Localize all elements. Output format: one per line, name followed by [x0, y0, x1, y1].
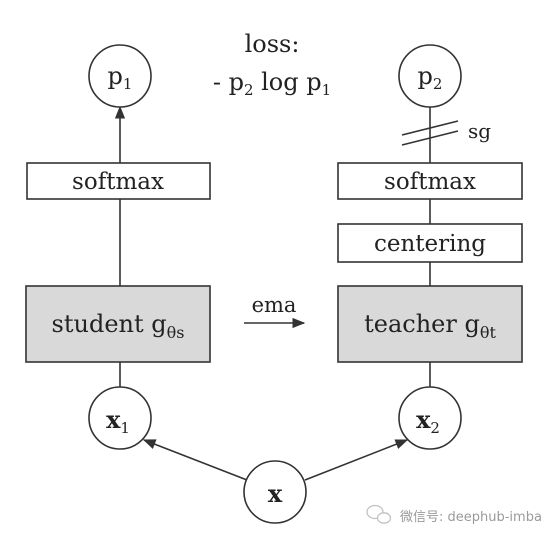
teacher-output-label: p2	[418, 62, 443, 93]
ema-label: ema	[252, 293, 297, 317]
source-input-node: x	[243, 460, 307, 524]
augment-arrow-student	[142, 439, 248, 481]
student-network-label: student gθs	[52, 310, 185, 342]
student-network-box: student gθs	[25, 285, 211, 363]
student-output-label: p1	[108, 62, 133, 93]
source-input-label: x	[268, 479, 283, 508]
student-softmax-label: softmax	[72, 169, 164, 195]
student-softmax-box: softmax	[26, 162, 211, 200]
teacher-centering-box: centering	[337, 223, 523, 263]
loss-title: loss:	[245, 30, 300, 58]
student-output-node: p1	[88, 44, 152, 108]
teacher-centering-label: centering	[374, 231, 486, 257]
stop-gradient-mark	[401, 120, 459, 146]
teacher-network-box: teacher gθt	[337, 285, 523, 363]
wechat-icon	[366, 504, 392, 524]
watermark-text: 微信号: deephub-imba	[400, 510, 542, 525]
student-input-node: x1	[88, 386, 152, 450]
student-input-label: x1	[106, 405, 130, 437]
teacher-softmax-box: softmax	[337, 162, 523, 200]
loss-formula: - p2 log p1	[213, 68, 331, 99]
stop-gradient-label: sg	[468, 119, 491, 143]
teacher-network-label: teacher gθt	[364, 310, 496, 342]
teacher-softmax-label: softmax	[384, 169, 476, 195]
teacher-input-node: x2	[398, 386, 462, 450]
teacher-output-node: p2	[398, 44, 462, 108]
augment-arrow-teacher	[304, 439, 409, 481]
teacher-input-label: x2	[416, 405, 440, 437]
